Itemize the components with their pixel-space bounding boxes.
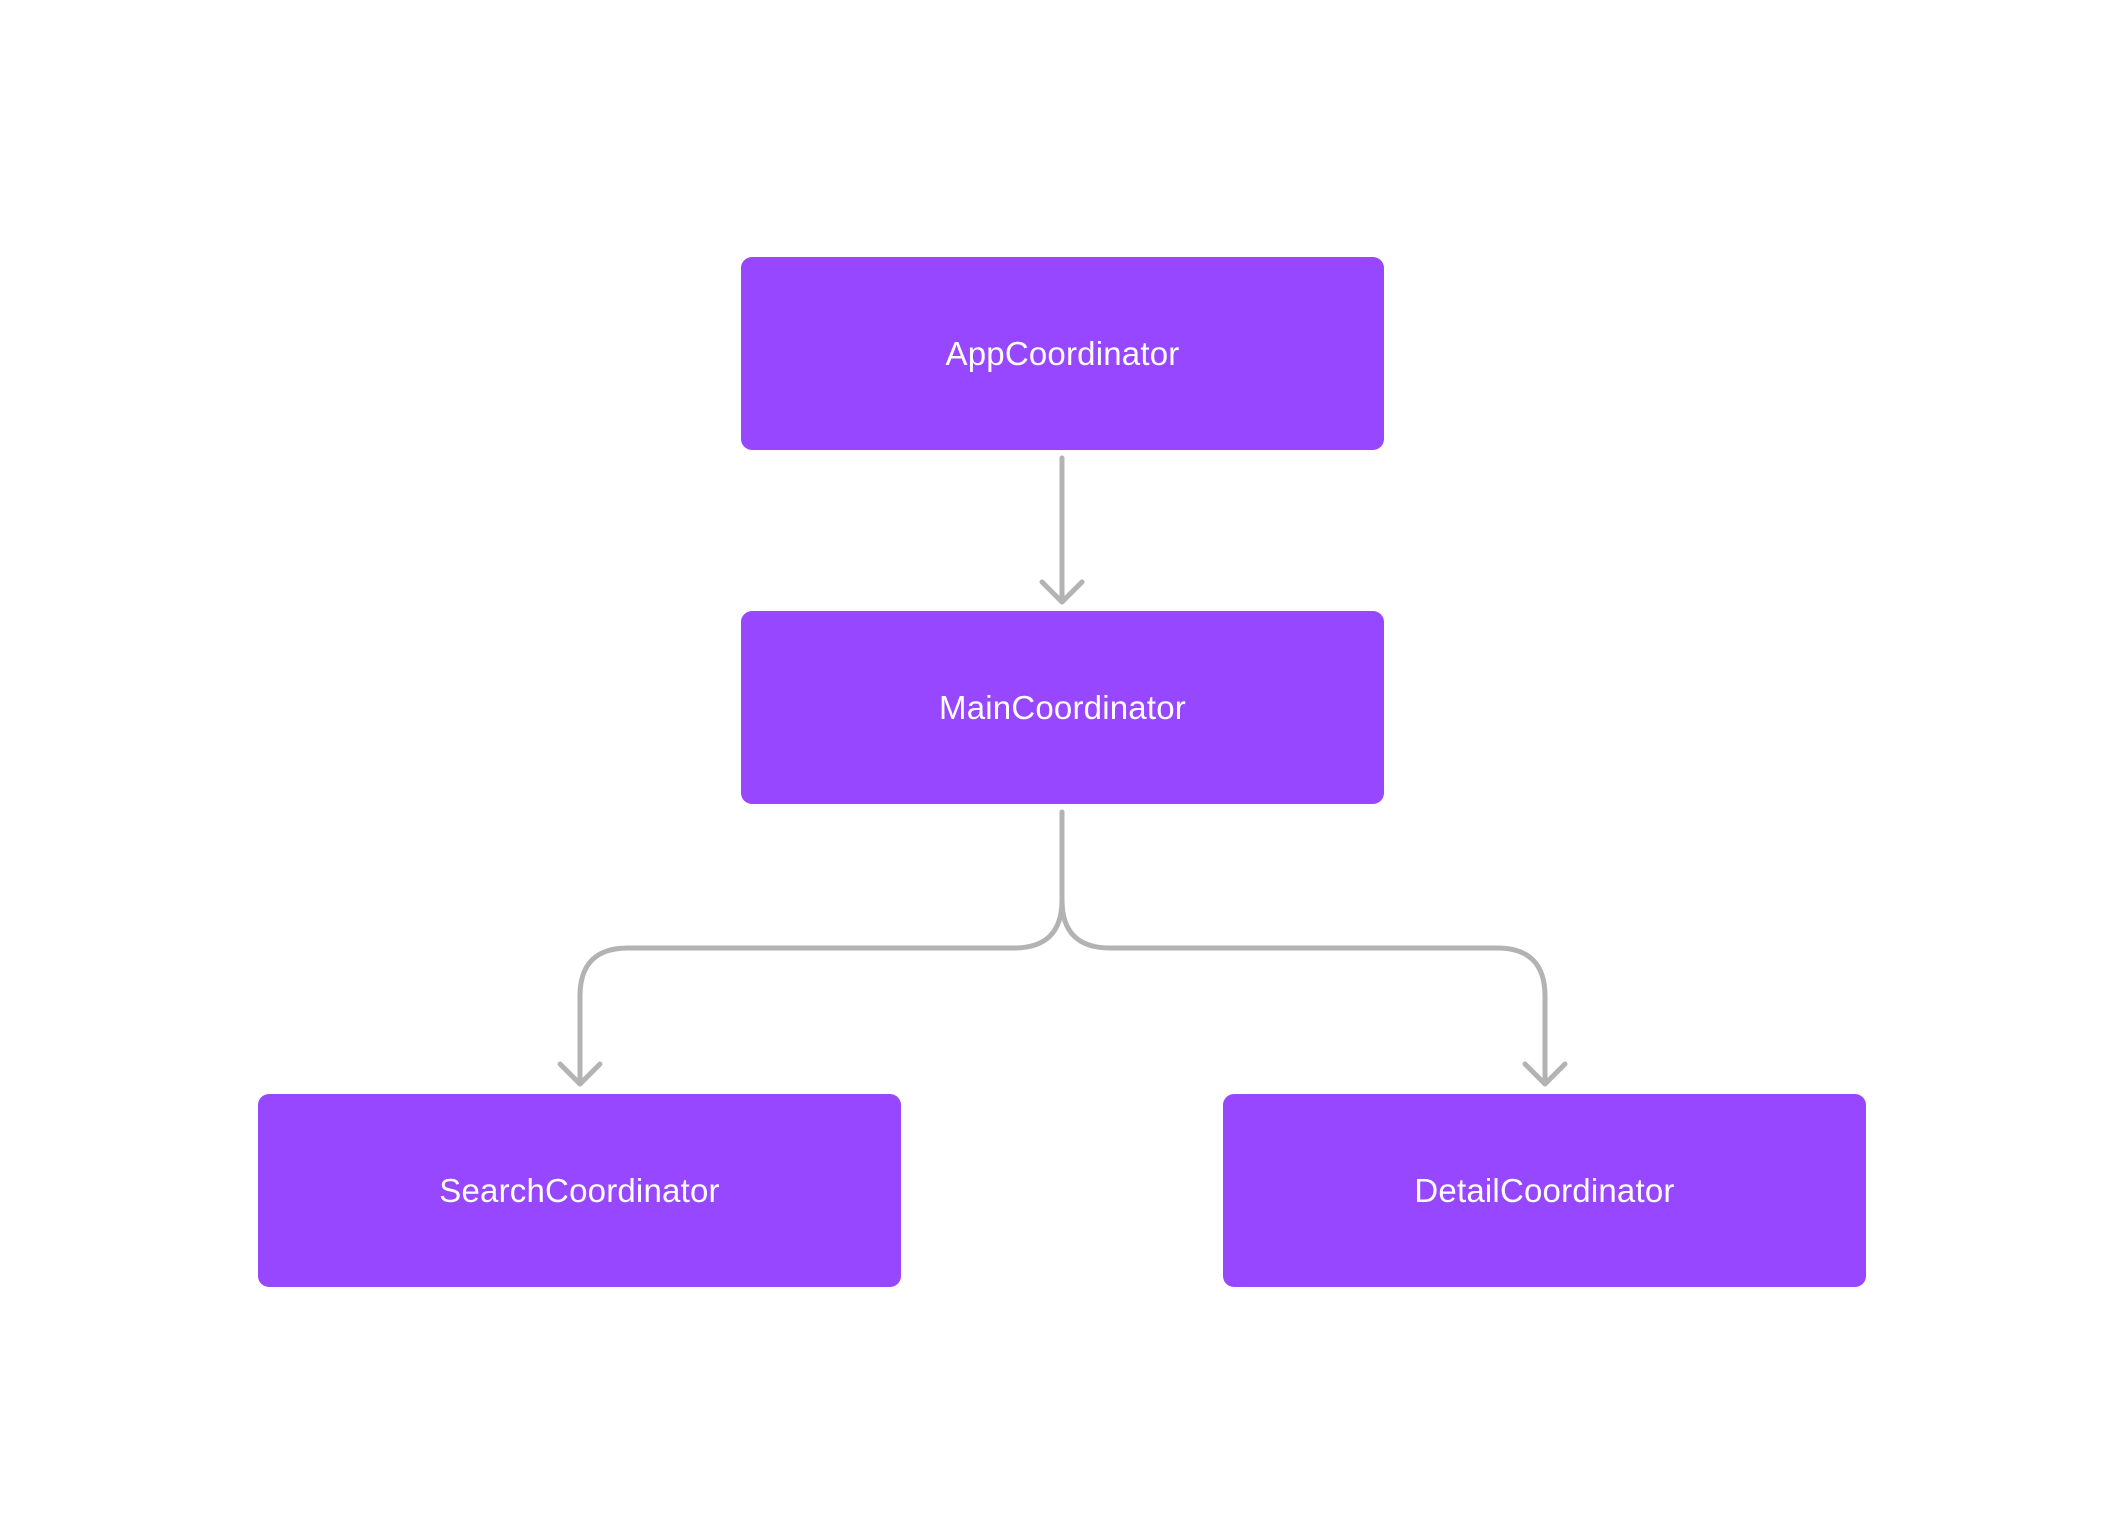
detail-coordinator-label: DetailCoordinator [1414,1171,1675,1209]
edge-main-to-detail [1059,897,1548,1087]
arrowhead-main [1039,579,1085,605]
main-coordinator-node: MainCoordinator [741,611,1384,804]
edge-main-to-search [577,809,1065,1087]
detail-coordinator-node: DetailCoordinator [1223,1094,1866,1287]
app-coordinator-node: AppCoordinator [741,257,1384,450]
main-coordinator-label: MainCoordinator [939,688,1186,726]
app-coordinator-label: AppCoordinator [945,334,1180,372]
search-coordinator-label: SearchCoordinator [439,1171,720,1209]
arrowhead-detail [1522,1061,1568,1087]
arrowhead-search [557,1061,603,1087]
search-coordinator-node: SearchCoordinator [258,1094,901,1287]
